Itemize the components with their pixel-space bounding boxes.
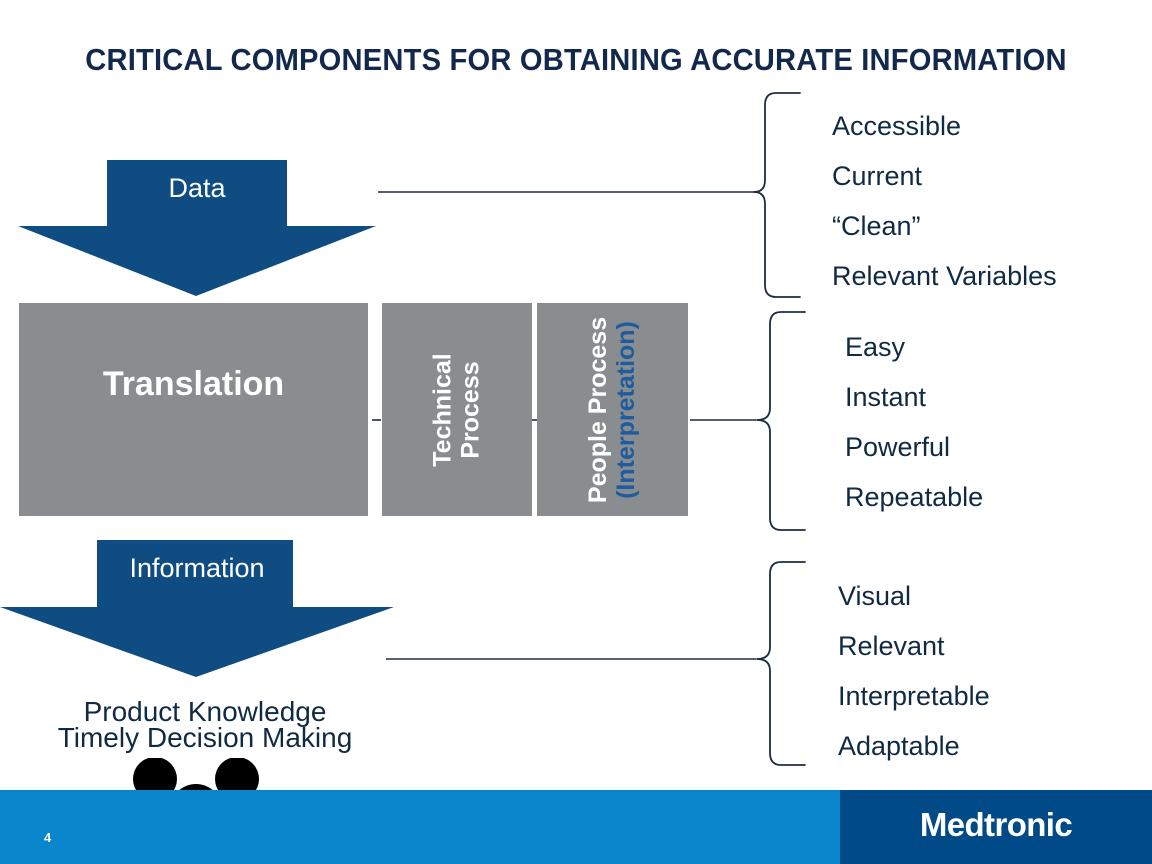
list-item: Repeatable — [845, 482, 984, 512]
technical-process-label-line1: Technical — [429, 352, 457, 467]
list-item: Relevant — [838, 631, 945, 661]
translation-box: Translation — [19, 303, 368, 516]
technical-process-label-wrap: Technical Process — [382, 303, 532, 516]
medtronic-logo: Medtronic — [919, 806, 1073, 843]
outcome-line-1: Product Knowledge — [83, 696, 327, 727]
people-process-label-wrap: People Process (Interpretation) — [537, 303, 688, 516]
list-item: Accessible — [832, 111, 962, 141]
output-attributes-list: Visual Relevant Interpretable Adaptable — [838, 571, 990, 771]
list-item: Relevant Variables — [832, 261, 1057, 291]
list-item: Visual — [838, 581, 912, 611]
list-item: Easy — [845, 332, 906, 362]
list-item: “Clean” — [832, 211, 921, 241]
process-attributes-list: Easy Instant Powerful Repeatable — [845, 322, 983, 522]
outcome-text: Product Knowledge Timely Decision Making — [0, 696, 410, 753]
people-process-box: People Process (Interpretation) — [537, 303, 688, 516]
list-item: Powerful — [845, 432, 951, 462]
page-title: CRITICAL COMPONENTS FOR OBTAINING ACCURA… — [85, 42, 1067, 77]
technical-process-label-line2: Process — [457, 360, 485, 459]
information-output-arrow: Information — [0, 540, 394, 679]
data-input-arrow: Data — [18, 160, 376, 298]
list-item: Instant — [845, 382, 927, 412]
outcome-line-2: Timely Decision Making — [57, 722, 353, 753]
list-item: Current — [832, 161, 923, 191]
brand-logo-panel: Medtronic — [840, 790, 1152, 864]
people-process-label-line2: (Interpretation) — [612, 320, 641, 499]
page-number: 4 — [44, 830, 52, 845]
data-attributes-list: Accessible Current “Clean” Relevant Vari… — [832, 101, 1057, 301]
technical-process-box: Technical Process — [382, 303, 532, 516]
list-item: Interpretable — [838, 681, 990, 711]
translation-box-label: Translation — [102, 365, 285, 403]
people-process-label-line1: People Process — [584, 316, 613, 503]
list-item: Adaptable — [838, 731, 960, 761]
